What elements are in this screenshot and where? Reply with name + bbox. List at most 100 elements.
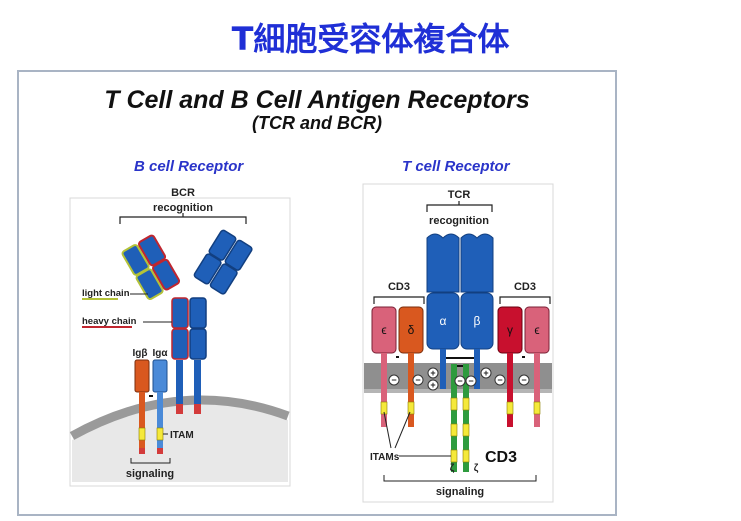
charge-minus-3-text: − bbox=[457, 376, 462, 386]
bcr-igbeta-box bbox=[134, 359, 150, 393]
tcr-gamma-label: γ bbox=[507, 323, 513, 337]
bcr-stem-left-1 bbox=[171, 297, 189, 329]
tcr-panel: TCR recognition α β CD3 ϵ δ CD3 γ ϵ bbox=[362, 183, 554, 503]
tcr-zeta-left-itam-2 bbox=[450, 423, 458, 437]
charge-minus-6-text: − bbox=[521, 375, 526, 385]
tcr-delta-tail bbox=[408, 353, 414, 427]
charge-minus-1-text: − bbox=[391, 375, 396, 385]
tcr-cd3-left-label: CD3 bbox=[388, 281, 410, 293]
bcr-igalpha-box bbox=[152, 359, 168, 393]
tcr-itams-label: ITAMs bbox=[370, 452, 400, 463]
charge-plus-3-text: + bbox=[483, 368, 488, 378]
bcr-igbeta-tail bbox=[139, 392, 145, 452]
bcr-transmembrane-right bbox=[194, 360, 201, 412]
tcr-signaling-bracket bbox=[383, 475, 537, 482]
bcr-igbeta-end bbox=[139, 448, 145, 454]
tcr-alpha-tm bbox=[440, 349, 446, 389]
tcr-cd3-left-bracket bbox=[373, 296, 425, 304]
charge-plus-2-text: + bbox=[430, 380, 435, 390]
tcr-itam-g bbox=[506, 401, 514, 415]
bcr-heavy-chain-c1-right bbox=[193, 253, 222, 285]
bcr-itam-alpha bbox=[156, 427, 164, 441]
tcr-recognition-label-2: recognition bbox=[429, 215, 489, 227]
tcr-zeta-right bbox=[463, 364, 469, 472]
tcr-zeta-right-itam-3 bbox=[462, 449, 470, 463]
bcr-right-arm bbox=[193, 229, 253, 295]
tcr-alpha-label: α bbox=[440, 314, 447, 328]
bcr-recognition-label-1: BCR bbox=[171, 187, 195, 199]
tcr-epsilon-left-label: ϵ bbox=[381, 323, 386, 337]
charge-minus-6 bbox=[518, 374, 530, 386]
charge-minus-5 bbox=[494, 374, 506, 386]
charge-minus-4 bbox=[465, 375, 477, 387]
tcr-zeta-left-itam-3 bbox=[450, 449, 458, 463]
bcr-left-arm bbox=[121, 234, 181, 301]
tcr-zeta-right-itam-2 bbox=[462, 423, 470, 437]
bcr-heading: B cell Receptor bbox=[134, 158, 244, 175]
bcr-igalpha-label: Igα bbox=[152, 348, 168, 359]
tcr-recognition-bracket bbox=[426, 201, 493, 212]
charge-plus-1-text: + bbox=[430, 368, 435, 378]
bcr-tail-right bbox=[194, 404, 201, 414]
figure-subtitle: (TCR and BCR) bbox=[252, 113, 382, 133]
bcr-itam-beta bbox=[138, 427, 146, 441]
bcr-stem-right-1 bbox=[189, 297, 207, 329]
bcr-transmembrane-left bbox=[176, 360, 183, 412]
bcr-cytoplasm bbox=[72, 404, 288, 482]
tcr-epsilon-right-label: ϵ bbox=[534, 323, 539, 337]
tcr-itam-d bbox=[407, 401, 415, 415]
tcr-epsilon-right-tail bbox=[534, 353, 540, 427]
figure-title: T Cell and B Cell Antigen Receptors bbox=[104, 86, 530, 114]
bcr-igalpha-tail bbox=[157, 392, 163, 452]
bcr-signaling-bracket bbox=[130, 458, 171, 464]
bcr-heavy-chain-label: heavy chain bbox=[82, 316, 137, 327]
slide-title: T細胞受容体複合体 bbox=[231, 20, 510, 58]
charge-minus-5-text: − bbox=[497, 375, 502, 385]
charge-plus-1 bbox=[427, 367, 439, 379]
charge-plus-3 bbox=[480, 367, 492, 379]
bcr-stem-right-2 bbox=[189, 328, 207, 360]
bcr-panel: BCR recognition Igβ Igα bbox=[69, 187, 291, 487]
tcr-heading: T cell Receptor bbox=[402, 158, 510, 175]
charge-minus-4-text: − bbox=[468, 376, 473, 386]
tcr-membrane-edge bbox=[364, 389, 552, 393]
bcr-light-chain-c bbox=[135, 268, 164, 301]
tcr-zeta-right-itam-1 bbox=[462, 397, 470, 411]
figure-frame bbox=[17, 70, 617, 516]
bcr-light-chain-c-right bbox=[209, 263, 238, 295]
charge-minus-1 bbox=[388, 374, 400, 386]
tcr-delta-label: δ bbox=[408, 323, 415, 337]
charge-plus-2 bbox=[427, 379, 439, 391]
bcr-itam-label: ITAM bbox=[170, 430, 194, 441]
bcr-signaling-label: signaling bbox=[126, 468, 174, 480]
tcr-itams-pointer-e bbox=[383, 411, 392, 449]
charge-minus-2-text: − bbox=[415, 375, 420, 385]
tcr-beta-tm bbox=[474, 349, 480, 389]
bcr-tail-left bbox=[176, 404, 183, 414]
bcr-heavy-chain-v-right bbox=[208, 229, 237, 261]
tcr-zeta-left-itam-1 bbox=[450, 397, 458, 411]
tcr-beta-label: β bbox=[474, 314, 481, 328]
charge-minus-2 bbox=[412, 374, 424, 386]
tcr-alpha-variable bbox=[426, 233, 460, 293]
tcr-cd3-bottom-label: CD3 bbox=[485, 449, 517, 466]
tcr-signaling-label: signaling bbox=[436, 486, 484, 498]
charge-minus-3 bbox=[454, 375, 466, 387]
bcr-igalpha-end bbox=[157, 448, 163, 454]
bcr-recognition-label-2: recognition bbox=[153, 202, 213, 214]
tcr-zeta-label-2: ζ bbox=[474, 463, 479, 474]
tcr-beta-variable bbox=[460, 233, 494, 293]
tcr-cd3-right-bracket bbox=[499, 296, 551, 304]
tcr-recognition-label-1: TCR bbox=[448, 189, 471, 201]
bcr-heavy-chain-c1-left bbox=[152, 258, 181, 291]
tcr-epsilon-left-tail bbox=[381, 353, 387, 427]
bcr-light-chain-label: light chain bbox=[82, 288, 130, 299]
tcr-cd3-right-label: CD3 bbox=[514, 281, 536, 293]
tcr-zeta-left bbox=[451, 364, 457, 472]
bcr-light-chain-v-right bbox=[224, 239, 253, 271]
bcr-igbeta-label: Igβ bbox=[133, 348, 148, 359]
bcr-recognition-bracket bbox=[119, 213, 247, 224]
tcr-zeta-label-1: ζ bbox=[450, 463, 455, 474]
tcr-itam-e2 bbox=[533, 401, 541, 415]
